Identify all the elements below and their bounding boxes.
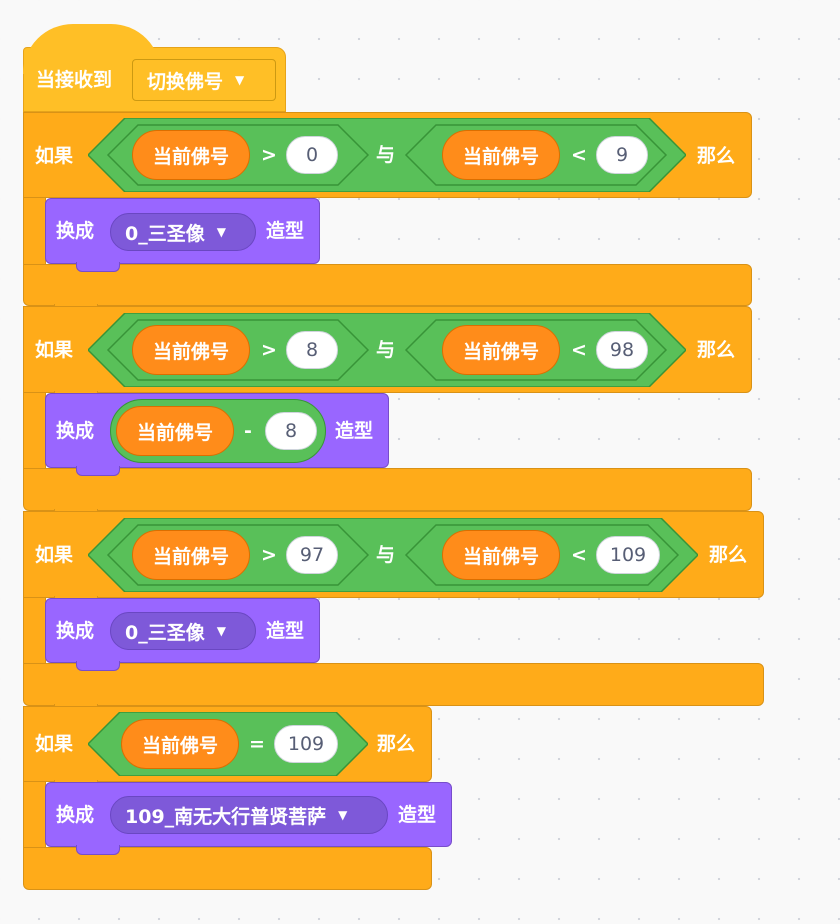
if-block-2-arm — [23, 392, 46, 469]
message-name: 切换佛号 — [147, 70, 224, 93]
and-label: 与 — [376, 339, 396, 361]
less-than-operator: < — [571, 339, 587, 361]
current-number-reporter[interactable]: 当前佛号 — [442, 130, 560, 180]
if-block-1-bottom — [23, 264, 752, 314]
current-number-reporter[interactable]: 当前佛号 — [132, 325, 250, 375]
costume-suffix: 造型 — [266, 620, 305, 642]
if-4-label: 如果 — [35, 733, 74, 755]
current-number-reporter[interactable]: 当前佛号 — [116, 406, 234, 456]
subtract-operator[interactable]: 当前佛号 - 8 — [110, 399, 326, 463]
less-than-operator: < — [571, 144, 587, 166]
switch-costume-block-2[interactable]: 换成 当前佛号 - 8 造型 — [45, 393, 389, 476]
costume-dropdown[interactable]: 0_三圣像 ▼ — [110, 612, 256, 650]
costume-name: 0_三圣像 — [125, 621, 205, 644]
and-operator-1[interactable]: 当前佛号 > 0 与 当前佛号 < 9 — [88, 118, 686, 192]
if-block-4-arm — [23, 781, 46, 848]
switch-costume-block-4[interactable]: 换成 109_南无大行普贤菩萨 ▼ 造型 — [45, 782, 452, 855]
and-operator-3[interactable]: 当前佛号 > 97 与 当前佛号 < 109 — [88, 518, 698, 592]
dropdown-caret-icon: ▼ — [216, 225, 226, 239]
number-input[interactable]: 0 — [286, 136, 338, 174]
message-dropdown[interactable]: 切换佛号 ▼ — [132, 59, 276, 101]
costume-name: 109_南无大行普贤菩萨 — [125, 805, 327, 828]
if-block-2-bottom — [23, 468, 752, 519]
equals-operator[interactable]: 当前佛号 = 109 — [88, 712, 368, 776]
if-2-label: 如果 — [35, 339, 74, 361]
equals-sign: = — [249, 733, 265, 755]
number-input[interactable]: 8 — [265, 412, 317, 450]
and-label: 与 — [376, 144, 396, 166]
and-label: 与 — [376, 544, 396, 566]
costume-dropdown[interactable]: 109_南无大行普贤菩萨 ▼ — [110, 796, 388, 834]
if-1-label: 如果 — [35, 145, 74, 167]
costume-suffix: 造型 — [335, 420, 374, 442]
number-input[interactable]: 98 — [596, 331, 648, 369]
greater-than-operator: > — [261, 144, 277, 166]
if-block-3-bottom — [23, 663, 764, 714]
when-i-receive-hat-block[interactable]: 当接收到 切换佛号 ▼ — [23, 24, 286, 112]
current-number-reporter[interactable]: 当前佛号 — [442, 325, 560, 375]
current-number-reporter[interactable]: 当前佛号 — [442, 530, 560, 580]
then-1-label: 那么 — [697, 145, 736, 167]
if-block-3-arm — [23, 597, 46, 664]
costume-suffix: 造型 — [398, 804, 437, 826]
hat-label: 当接收到 — [36, 69, 113, 91]
if-block-1-arm — [23, 197, 46, 265]
number-input[interactable]: 109 — [274, 725, 338, 763]
then-4-label: 那么 — [377, 733, 416, 755]
current-number-reporter[interactable]: 当前佛号 — [121, 719, 239, 769]
dropdown-caret-icon: ▼ — [338, 808, 348, 822]
switch-label: 换成 — [56, 220, 95, 242]
switch-label: 换成 — [56, 804, 95, 826]
number-input[interactable]: 9 — [596, 136, 648, 174]
and-operator-2[interactable]: 当前佛号 > 8 与 当前佛号 < 98 — [88, 313, 686, 387]
then-3-label: 那么 — [709, 544, 748, 566]
number-input[interactable]: 8 — [286, 331, 338, 369]
greater-than-operator: > — [261, 339, 277, 361]
minus-operator: - — [244, 420, 252, 442]
less-than-operator: < — [571, 544, 587, 566]
switch-label: 换成 — [56, 620, 95, 642]
current-number-reporter[interactable]: 当前佛号 — [132, 530, 250, 580]
switch-costume-block-3[interactable]: 换成 0_三圣像 ▼ 造型 — [45, 598, 320, 671]
current-number-reporter[interactable]: 当前佛号 — [132, 130, 250, 180]
costume-suffix: 造型 — [266, 220, 305, 242]
if-3-label: 如果 — [35, 544, 74, 566]
switch-costume-block-1[interactable]: 换成 0_三圣像 ▼ 造型 — [45, 198, 320, 272]
switch-label: 换成 — [56, 420, 95, 442]
then-2-label: 那么 — [697, 339, 736, 361]
number-input[interactable]: 109 — [596, 536, 660, 574]
dropdown-caret-icon: ▼ — [235, 73, 245, 87]
dropdown-caret-icon: ▼ — [216, 624, 226, 638]
costume-name: 0_三圣像 — [125, 222, 205, 245]
greater-than-operator: > — [261, 544, 277, 566]
number-input[interactable]: 97 — [286, 536, 338, 574]
costume-dropdown[interactable]: 0_三圣像 ▼ — [110, 213, 256, 251]
